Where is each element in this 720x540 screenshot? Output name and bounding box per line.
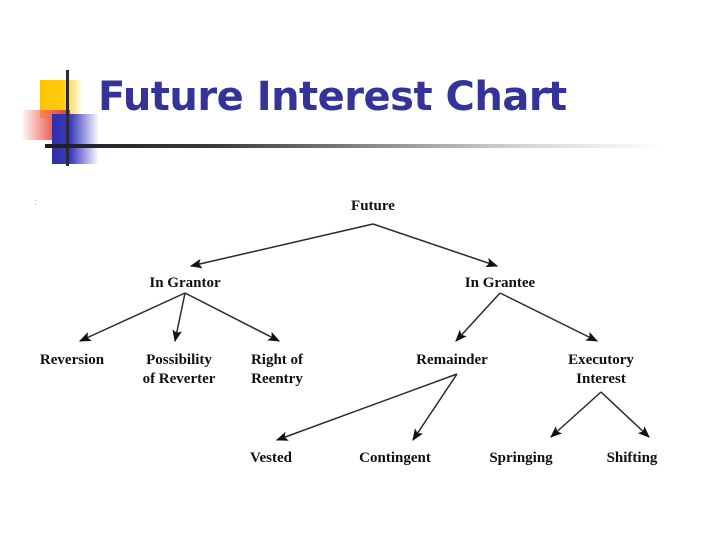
- node-in-grantor: In Grantor: [149, 275, 221, 291]
- edge-future-grantor: [189, 223, 374, 269]
- node-springing: Springing: [489, 450, 553, 466]
- edge-grantor-reversion: [78, 292, 186, 342]
- edge-executory-shifting: [600, 391, 650, 438]
- edge-grantee-remainder: [455, 292, 501, 342]
- title-area: Future Interest Chart: [0, 56, 720, 166]
- node-reversion: Reversion: [39, 352, 105, 368]
- title-accent-graphic: [22, 70, 122, 166]
- node-possibility-of-reverter: Possibility of Reverter: [142, 352, 216, 387]
- node-shifting: Shifting: [606, 450, 658, 466]
- edge-grantee-executory: [499, 292, 599, 342]
- stray-text-mark: :: [34, 196, 38, 208]
- node-executory-interest: Executory Interest: [568, 352, 634, 387]
- edge-remainder-vested: [275, 373, 458, 441]
- edge-executory-springing: [550, 391, 602, 438]
- blue-square-icon: [52, 114, 98, 164]
- node-in-grantee: In Grantee: [464, 275, 536, 291]
- node-future: Future: [351, 198, 395, 214]
- edge-grantor-reentry: [184, 292, 281, 342]
- node-right-of-reentry: Right of Reentry: [250, 352, 304, 387]
- edge-remainder-contingent: [412, 373, 458, 441]
- edge-future-grantee: [372, 223, 499, 268]
- node-contingent: Contingent: [359, 450, 431, 466]
- page-title: Future Interest Chart: [98, 74, 567, 120]
- node-remainder: Remainder: [416, 352, 488, 368]
- edge-grantor-possibility: [172, 292, 186, 343]
- title-divider-rule: [45, 144, 665, 148]
- node-vested: Vested: [250, 450, 292, 466]
- vertical-bar-icon: [66, 70, 69, 166]
